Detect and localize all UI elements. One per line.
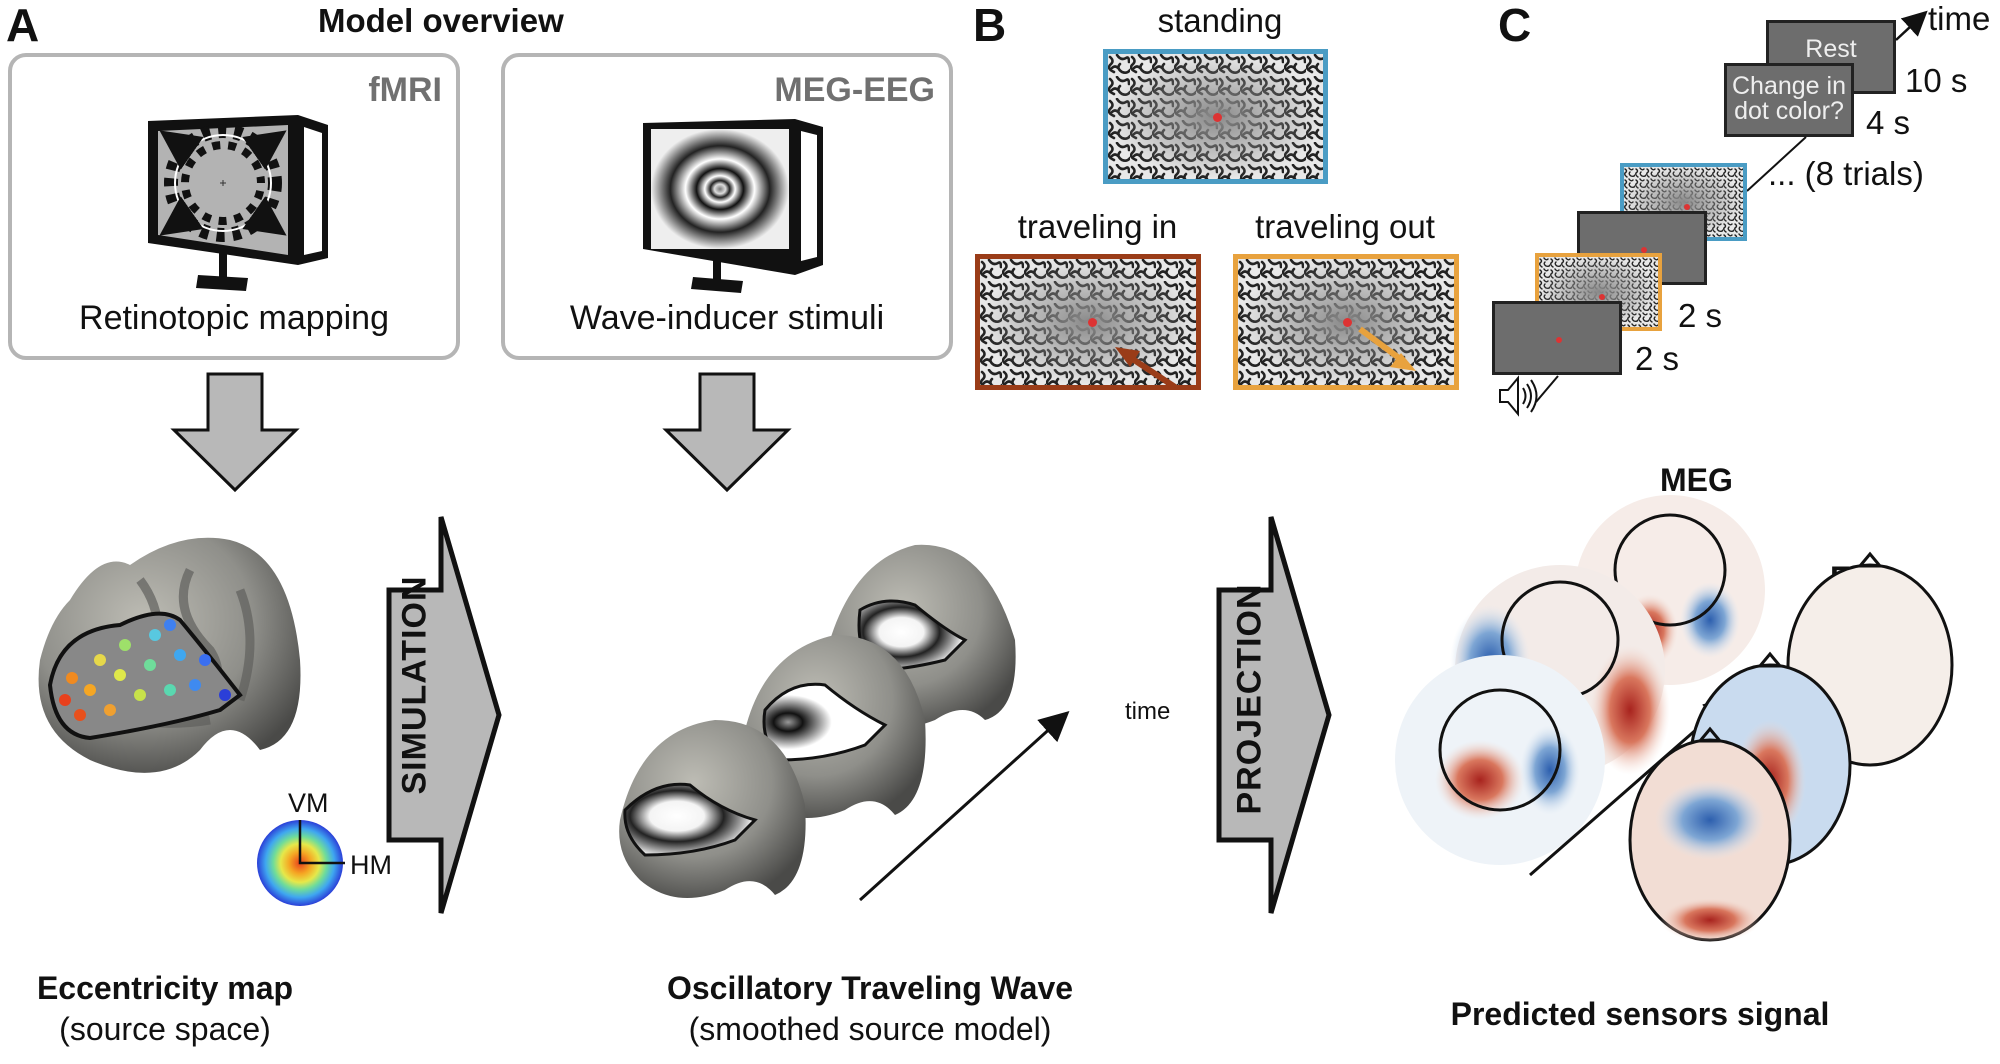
blank-duration: 2 s — [1635, 340, 1680, 377]
question-line1: Change in — [1732, 72, 1846, 100]
fixation-dot — [1343, 318, 1352, 327]
stim-duration: 2 s — [1678, 297, 1723, 334]
eccentricity-subtitle: (source space) — [59, 1011, 271, 1047]
fixation-dot — [1556, 337, 1562, 343]
traveling-in-label: traveling in — [1017, 208, 1178, 245]
eccentricity-title: Eccentricity map — [36, 970, 294, 1006]
traveling-out-label: traveling out — [1255, 208, 1435, 245]
time-arrow-icon — [1895, 10, 1928, 41]
megeeg-card: MEG-EEG Wave-inducer stimuli — [501, 53, 953, 360]
megeeg-label: Wave-inducer stimuli — [569, 299, 885, 337]
panel-b-letter: B — [973, 0, 1007, 51]
rest-text: Rest — [1805, 35, 1857, 63]
simulation-arrow — [386, 516, 502, 914]
trial-blank-screen-1 — [1492, 301, 1622, 375]
checkerboard-monitor-icon — [148, 115, 328, 291]
simulation-label: SIMULATION — [395, 575, 434, 795]
fmri-tag: fMRI — [368, 71, 442, 109]
eccentricity-caption: Eccentricity map (source space) — [0, 970, 330, 1048]
sensors-title: Predicted sensors signal — [1450, 996, 1830, 1032]
eeg-topomap-1 — [1628, 726, 1792, 942]
traveling-wave-title: Oscillatory Traveling Wave — [666, 970, 1074, 1006]
sensors-caption: Predicted sensors signal — [1360, 996, 1920, 1033]
question-duration: 4 s — [1866, 104, 1911, 141]
fmri-label: Retinotopic mapping — [79, 299, 389, 337]
panel-a-letter: A — [6, 0, 40, 51]
trials-label: ... (8 trials) — [1768, 155, 1924, 192]
eccentricity-legend — [257, 820, 345, 906]
meg-label: MEG — [1660, 462, 1733, 498]
traveling-wave-subtitle: (smoothed source model) — [688, 1011, 1052, 1047]
panel-c-letter: C — [1498, 0, 1532, 51]
wave-brain-1 — [619, 720, 806, 898]
eccentricity-brain-image — [38, 537, 301, 773]
projection-arrow — [1216, 516, 1332, 914]
trials-connector — [1746, 136, 1807, 192]
rest-duration: 10 s — [1905, 62, 1968, 99]
fixation-dot — [1641, 247, 1647, 253]
fixation-dot — [1088, 318, 1097, 327]
fixation-dot — [1599, 294, 1605, 300]
standing-stimulus — [1103, 49, 1328, 184]
wave-monitor-icon — [643, 119, 823, 293]
question-line2: dot color? — [1734, 97, 1844, 125]
question-screen: Change in dot color? — [1724, 63, 1854, 137]
traveling-out-stimulus — [1233, 254, 1459, 390]
speaker-icon — [1499, 375, 1559, 417]
traveling-in-stimulus — [975, 254, 1201, 390]
wave-time-label: time — [1125, 698, 1171, 725]
fixation-dot — [1213, 113, 1222, 122]
down-arrow-fmri-icon — [170, 372, 300, 493]
traveling-wave-brains-image — [619, 544, 1070, 902]
traveling-wave-caption: Oscillatory Traveling Wave (smoothed sou… — [600, 970, 1140, 1048]
sensor-topographies — [1395, 495, 1954, 942]
projection-label: PROJECTION — [1230, 583, 1269, 815]
c-time-label: time — [1928, 0, 1991, 37]
fmri-card: fMRI Retinotopic mapping — [8, 53, 460, 360]
down-arrow-megeeg-icon — [662, 372, 792, 493]
model-overview-title: Model overview — [318, 2, 564, 39]
eccentricity-dots — [59, 619, 231, 721]
fixation-dot — [1684, 204, 1690, 210]
meg-topomap-1 — [1395, 655, 1605, 865]
megeeg-tag: MEG-EEG — [774, 71, 935, 109]
vm-label: VM — [288, 788, 329, 818]
hm-label: HM — [350, 850, 392, 880]
standing-label: standing — [1157, 2, 1283, 39]
